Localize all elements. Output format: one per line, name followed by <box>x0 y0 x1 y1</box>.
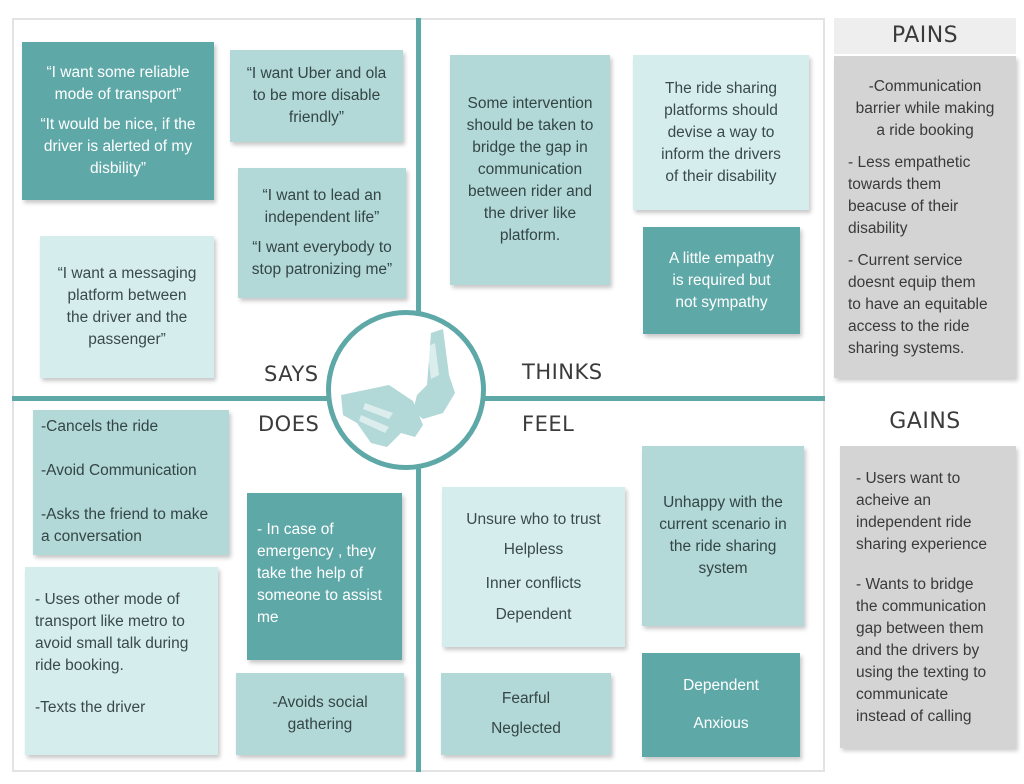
says-label: SAYS <box>264 362 319 386</box>
thinks-note-intervention: Some intervention should be taken to bri… <box>450 55 610 285</box>
does-note-cancels: -Cancels the ride -Avoid Communication -… <box>33 410 229 555</box>
says-note-text: “I want some reliable mode of transport” <box>46 64 190 103</box>
says-note-text: “It would be nice, if the driver is aler… <box>40 116 196 177</box>
says-note-text: “I want a messaging platform between the… <box>57 265 197 348</box>
does-note-text: -Avoid Communication <box>41 462 197 479</box>
feel-note-text: Neglected <box>491 720 561 737</box>
thinks-note-empathy: A little empathy is required but not sym… <box>643 227 800 334</box>
does-note-other-transport: - Uses other mode of transport like metr… <box>25 567 218 755</box>
thinks-note-text: Some intervention should be taken to bri… <box>466 95 594 244</box>
feel-note-text: Inner conflicts <box>485 574 582 592</box>
feel-note-dependent: Dependent Anxious <box>642 653 800 757</box>
pains-item: - Less empathetic towards them beacuse o… <box>848 154 971 237</box>
feel-note-text: Helpless <box>503 540 564 558</box>
thinks-note-text: The ride sharing platforms should devise… <box>661 79 781 185</box>
does-label: DOES <box>258 412 320 436</box>
does-note-text: -Avoids social gathering <box>272 694 368 733</box>
thinks-label: THINKS <box>522 360 603 384</box>
gains-item: - Users want to acheive an independent r… <box>856 470 987 553</box>
feel-note-fearful: Fearful Neglected <box>441 673 611 755</box>
says-note-text: “I want to lead an independent life” <box>262 187 382 226</box>
does-note-avoids-social: -Avoids social gathering <box>236 673 404 755</box>
gains-title: GAINS <box>834 400 1016 444</box>
feel-note-text: Unsure who to trust <box>466 510 601 528</box>
feel-note-text: Dependent <box>495 605 572 623</box>
says-note-text: “I want everybody to stop patronizing me… <box>251 239 393 278</box>
feel-note-text: Anxious <box>693 715 749 732</box>
pains-title: PAINS <box>834 18 1016 54</box>
feel-note-unsure: Unsure who to trust Helpless Inner confl… <box>442 487 625 647</box>
feel-note-text: Unhappy with the current scenario in the… <box>659 494 787 577</box>
says-note-messaging-platform: “I want a messaging platform between the… <box>40 236 214 378</box>
feel-label: FEEL <box>522 412 575 436</box>
does-note-text: - In case of emergency , they take the h… <box>257 521 382 626</box>
thinks-note-text: A little empathy is required but not sym… <box>668 249 775 311</box>
feel-note-text: Fearful <box>501 690 551 707</box>
hands-sign-language-icon <box>341 329 455 447</box>
pains-item: - Current service doesnt equip them to h… <box>848 252 988 357</box>
does-note-text: -Cancels the ride <box>41 418 159 435</box>
gains-panel: - Users want to acheive an independent r… <box>840 446 1016 748</box>
says-note-uber-ola: “I want Uber and ola to be more disable … <box>230 50 403 142</box>
says-note-reliable-transport: “I want some reliable mode of transport”… <box>22 42 214 200</box>
thinks-note-inform-drivers: The ride sharing platforms should devise… <box>633 55 809 210</box>
gains-item: - Wants to bridge the communication gap … <box>856 576 987 725</box>
does-note-text: - Uses other mode of transport like metr… <box>35 591 189 674</box>
feel-note-text: Dependent <box>683 677 759 694</box>
feel-note-unhappy: Unhappy with the current scenario in the… <box>642 446 804 626</box>
does-note-text: -Asks the friend to make a conversation <box>41 506 209 545</box>
does-note-text: -Texts the driver <box>35 699 146 716</box>
does-note-emergency: - In case of emergency , they take the h… <box>247 493 402 660</box>
says-note-text: “I want Uber and ola to be more disable … <box>246 65 387 126</box>
pains-item: -Communication barrier while making a ri… <box>855 78 995 139</box>
pains-panel: -Communication barrier while making a ri… <box>834 56 1016 378</box>
center-circle <box>326 310 486 470</box>
says-note-independent-life: “I want to lead an independent life” “I … <box>238 168 406 298</box>
